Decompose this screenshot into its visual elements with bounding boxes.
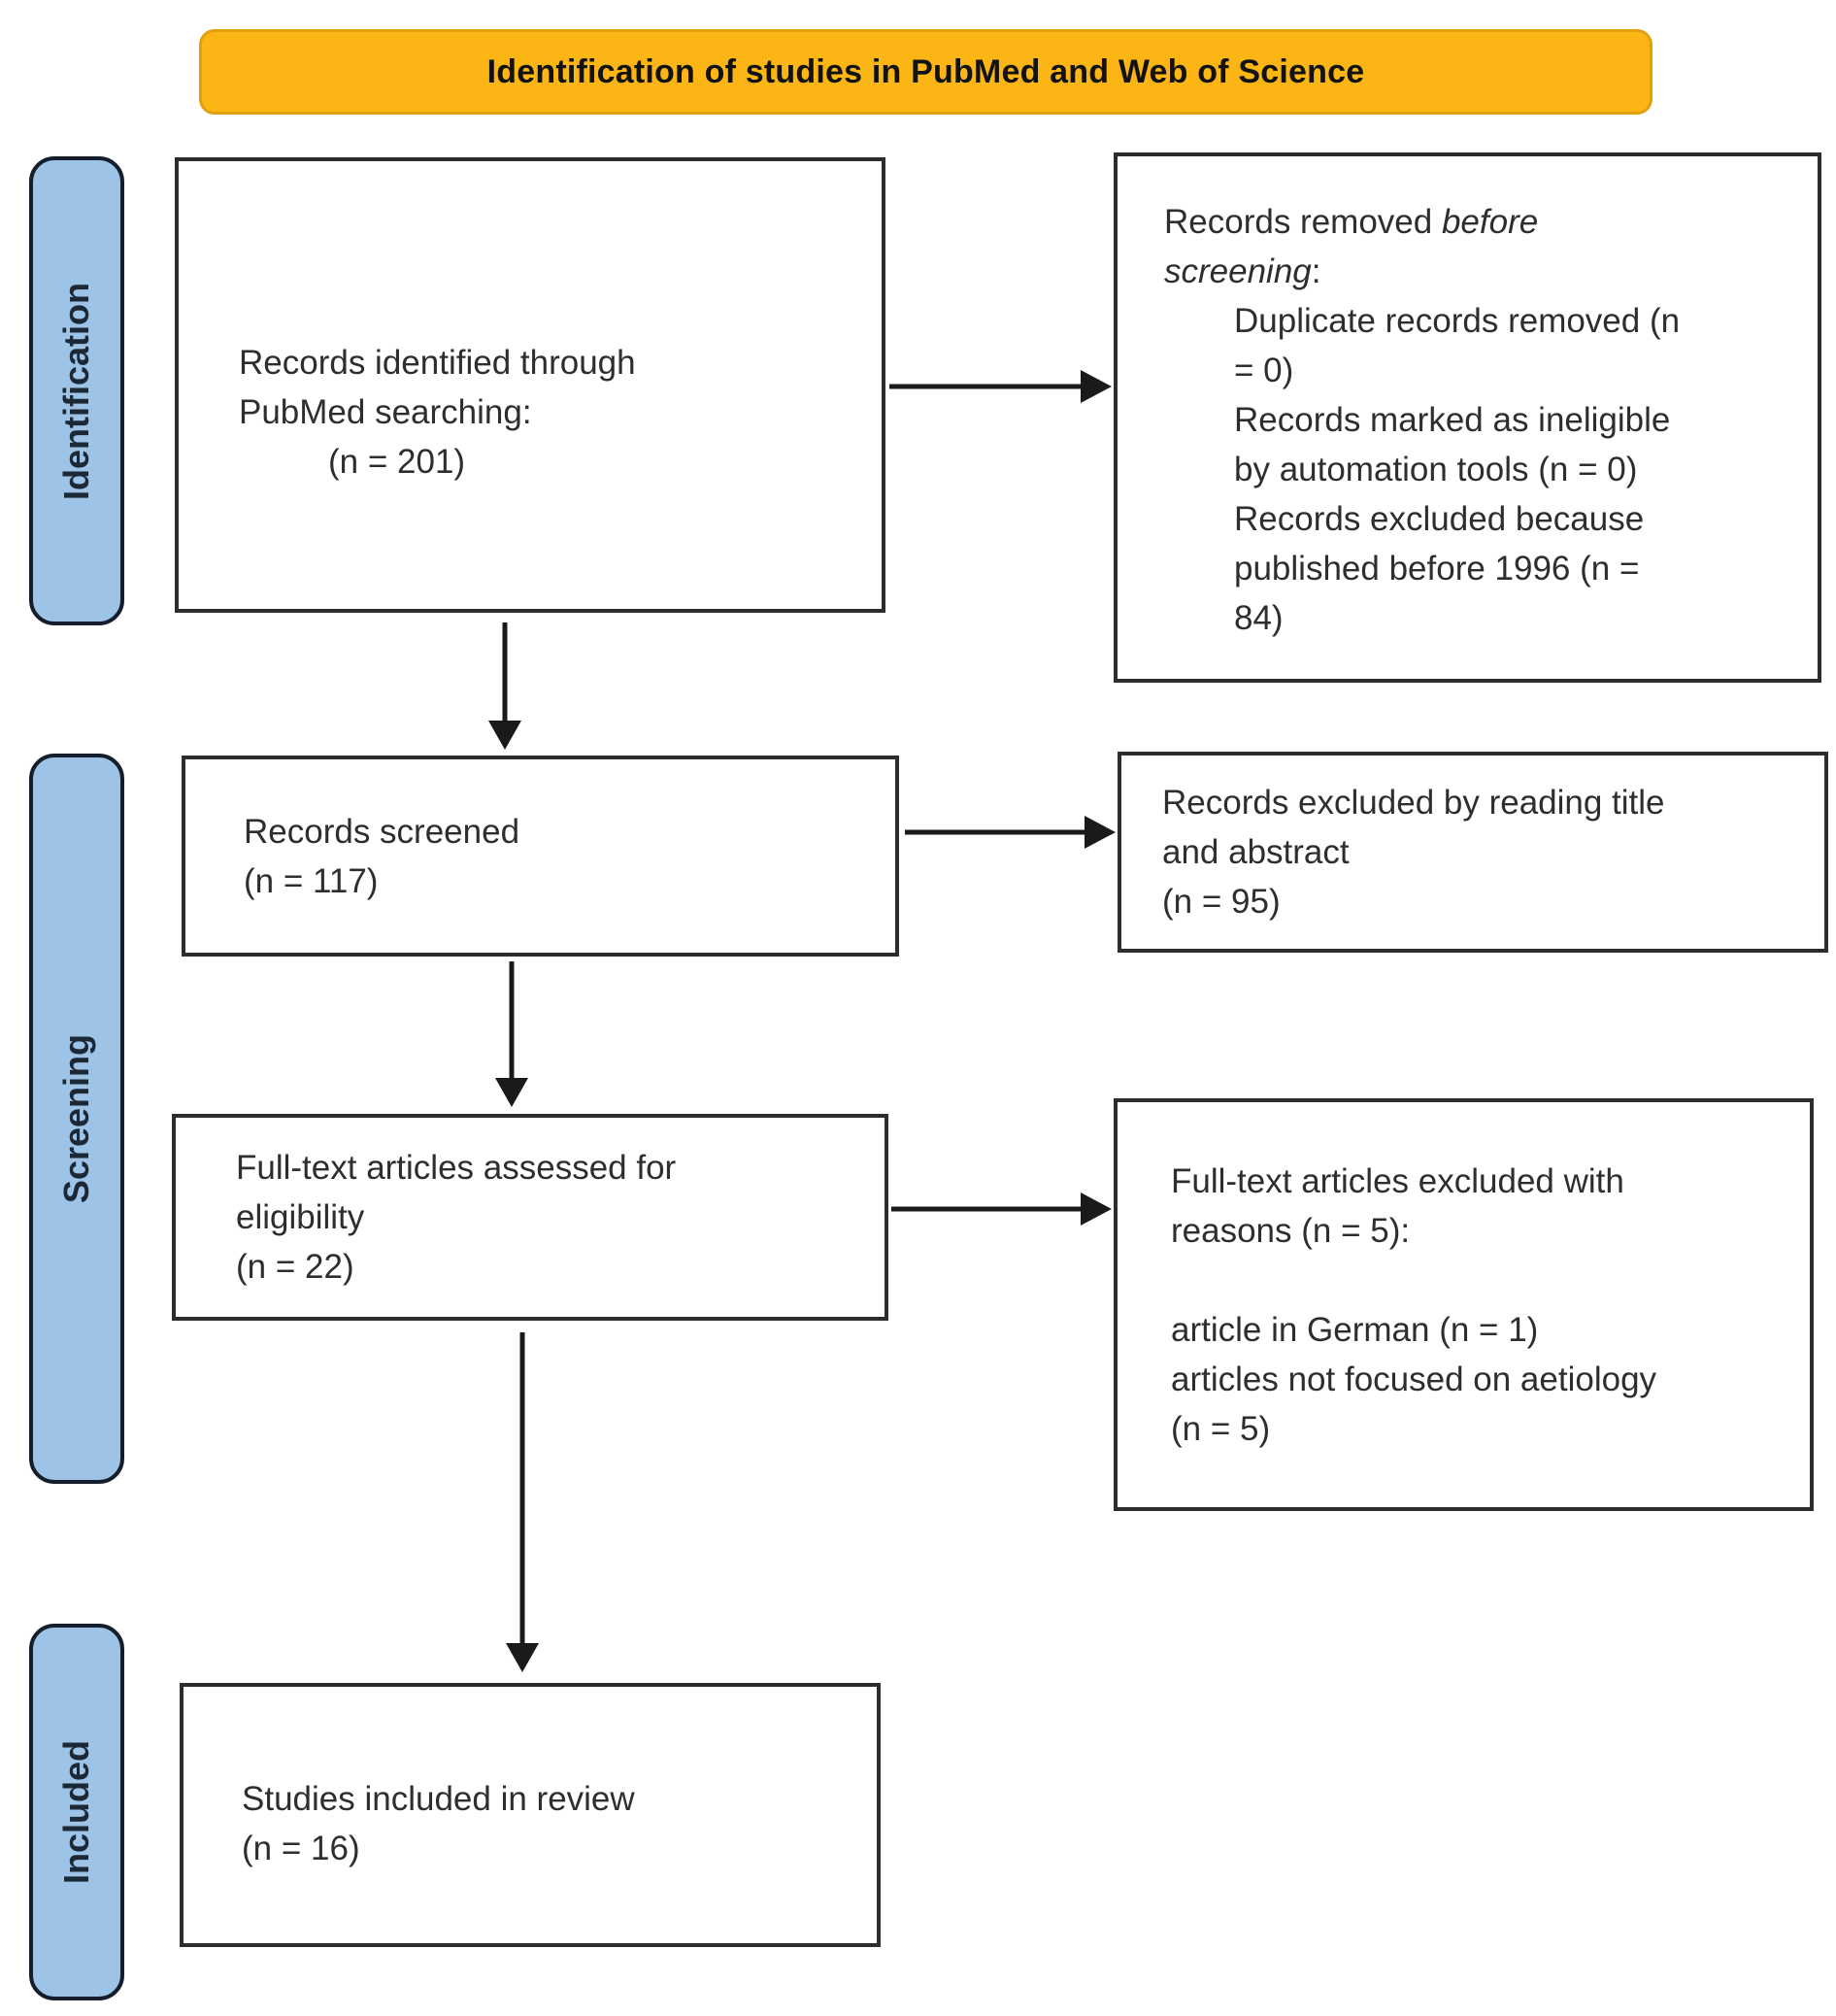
arrow-shaft bbox=[905, 829, 1086, 835]
arrow-screened-to-excluded bbox=[905, 816, 1116, 849]
text-line: (n = 22) bbox=[236, 1248, 354, 1286]
stage-label-text: Included bbox=[56, 1739, 96, 1884]
arrow-fulltext-to-included bbox=[506, 1332, 539, 1672]
arrow-shaft bbox=[891, 1206, 1083, 1212]
box-fulltext-assessed: Full-text articles assessed for eligibili… bbox=[172, 1114, 888, 1321]
arrow-head bbox=[495, 1078, 528, 1107]
stage-label-included: Included bbox=[29, 1624, 124, 2000]
text-line: (n = 95) bbox=[1162, 883, 1281, 921]
text-line: = 0) bbox=[1234, 352, 1294, 389]
text-line: (n = 5) bbox=[1171, 1409, 1271, 1448]
arrow-shaft bbox=[502, 622, 508, 722]
box-studies-included: Studies included in review (n = 16) bbox=[180, 1683, 881, 1947]
removed-item-before-1996: Records excluded because published before… bbox=[1234, 494, 1790, 643]
stage-label-text: Screening bbox=[56, 1033, 96, 1204]
arrow-shaft bbox=[889, 384, 1083, 389]
box-records-screened: Records screened (n = 117) bbox=[182, 756, 899, 957]
text-line: Records screened bbox=[244, 812, 520, 851]
text-line: articles not focused on aetiology bbox=[1171, 1360, 1657, 1398]
arrow-head bbox=[488, 721, 521, 750]
text-line: by automation tools (n = 0) bbox=[1234, 451, 1638, 488]
text-line: 84) bbox=[1234, 599, 1284, 637]
removed-heading-line-2: screening: bbox=[1164, 252, 1321, 290]
arrow-identified-to-screened bbox=[488, 622, 521, 750]
text-line: published before 1996 (n = bbox=[1234, 550, 1640, 588]
text-line: (n = 16) bbox=[242, 1830, 360, 1867]
text-line bbox=[1171, 1256, 1786, 1305]
box-fulltext-excluded-reasons: Full-text articles excluded with reasons … bbox=[1114, 1098, 1814, 1511]
text-line: Records excluded because bbox=[1234, 500, 1645, 538]
removed-item-automation: Records marked as ineligible by automatio… bbox=[1234, 395, 1790, 494]
header-title: Identification of studies in PubMed and … bbox=[486, 52, 1365, 90]
text-line: (n = 201) bbox=[328, 442, 466, 481]
text-line: Full-text articles excluded with bbox=[1171, 1161, 1624, 1200]
arrow-identified-to-removed bbox=[889, 370, 1112, 403]
arrow-head bbox=[1085, 816, 1116, 849]
box-records-excluded-title-abstract: Records excluded by reading title and abs… bbox=[1118, 752, 1828, 953]
text-line: reasons (n = 5): bbox=[1171, 1211, 1411, 1250]
arrow-screened-to-fulltext bbox=[495, 961, 528, 1107]
text-line: Full-text articles assessed for bbox=[236, 1149, 677, 1187]
text-line: (n = 117) bbox=[244, 861, 379, 900]
text-line: article in German (n = 1) bbox=[1171, 1310, 1539, 1349]
text-line: Duplicate records removed (n bbox=[1234, 302, 1681, 340]
stage-label-text: Identification bbox=[56, 282, 96, 500]
text-line: Records excluded by reading title bbox=[1162, 784, 1665, 822]
header-banner: Identification of studies in PubMed and … bbox=[199, 29, 1652, 115]
text-line: Records identified through bbox=[239, 343, 636, 382]
text-line: and abstract bbox=[1162, 833, 1350, 871]
box-records-removed-before-screening: Records removed before screening: Duplic… bbox=[1114, 152, 1821, 683]
arrow-shaft bbox=[509, 961, 515, 1080]
text-line: PubMed searching: bbox=[239, 392, 532, 431]
text-line: Studies included in review bbox=[242, 1780, 635, 1818]
arrow-shaft bbox=[519, 1332, 525, 1645]
arrow-head bbox=[506, 1643, 539, 1672]
stage-label-screening: Screening bbox=[29, 754, 124, 1484]
arrow-head bbox=[1081, 370, 1112, 403]
text-line: Records marked as ineligible bbox=[1234, 401, 1671, 439]
text-line: eligibility bbox=[236, 1198, 365, 1236]
removed-item-duplicates: Duplicate records removed (n = 0) bbox=[1234, 296, 1790, 395]
removed-heading-line-1: Records removed before bbox=[1164, 203, 1539, 241]
stage-label-identification: Identification bbox=[29, 156, 124, 625]
arrow-fulltext-to-excluded bbox=[891, 1193, 1112, 1226]
arrow-head bbox=[1081, 1193, 1112, 1226]
